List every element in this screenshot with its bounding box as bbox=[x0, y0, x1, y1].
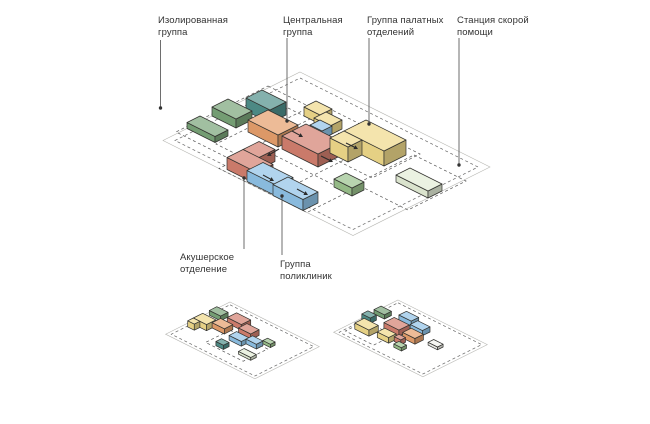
main-scheme bbox=[158, 38, 491, 255]
label-isolated-group: Изолированная группа bbox=[158, 15, 229, 38]
label-ward-group: Группа палатных отделений bbox=[367, 15, 444, 38]
label-central-group: Центральная группа bbox=[283, 15, 343, 38]
label-polyclinic-group: Группа поликлиник bbox=[280, 259, 332, 282]
alt-scheme-1 bbox=[164, 301, 320, 380]
alt-scheme-2 bbox=[332, 299, 488, 378]
label-ambulance-station: Станция скорой помощи bbox=[457, 15, 529, 38]
label-obstetric-unit: Акушерское отделение bbox=[180, 252, 235, 275]
